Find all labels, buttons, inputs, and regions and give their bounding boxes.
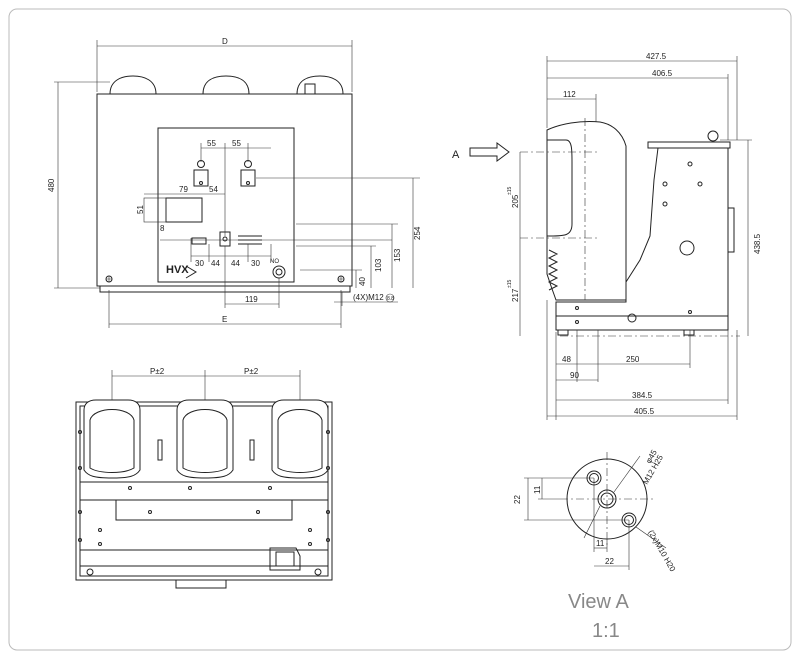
- top-screw-right: [314, 568, 322, 576]
- top-screw-left: [86, 568, 94, 576]
- pole-housing: [546, 121, 629, 301]
- dim-8: 8: [160, 224, 165, 233]
- pole-top-3: [271, 399, 329, 479]
- pitch-right: P±2: [244, 367, 259, 376]
- dim-row-30b: 30: [251, 259, 260, 268]
- front-body: [96, 93, 353, 287]
- lifting-eye: [707, 130, 719, 142]
- dim-384-5: 384.5: [632, 391, 653, 400]
- dim-11-v: 11: [533, 485, 542, 494]
- dim-54: 54: [209, 185, 218, 194]
- dim-103: 103: [374, 258, 383, 272]
- dim-112: 112: [563, 90, 576, 99]
- bushing-right: [296, 75, 344, 95]
- thread-center: [597, 489, 617, 509]
- view-a: φ45 M12 H25 (2x)M10 H20 22 11 11 22 View…: [513, 448, 677, 642]
- top-view: P±2 P±2: [75, 367, 333, 589]
- dim-79: 79: [179, 185, 188, 194]
- indicator-left: [193, 169, 209, 187]
- view-arrow: [469, 142, 510, 162]
- dim-row-44a: 44: [211, 259, 220, 268]
- dim-11-h: 11: [596, 539, 605, 548]
- dim-438-5: 438.5: [753, 233, 762, 254]
- bolt-note: (4X)M12: [353, 293, 384, 302]
- dim-427-5: 427.5: [646, 52, 667, 61]
- dim-22-v: 22: [513, 495, 522, 504]
- bushing-left: [109, 75, 157, 95]
- dim-254: 254: [413, 226, 422, 240]
- pole-ribs: [547, 249, 559, 291]
- dim-40: 40: [358, 277, 367, 286]
- dim-d-label: D: [222, 37, 228, 46]
- view-a-title: View A: [568, 591, 629, 613]
- dim-row-44b: 44: [231, 259, 240, 268]
- view-a-scale: 1:1: [592, 620, 620, 642]
- front-panel: [157, 127, 295, 283]
- dim-217-tol: ±15: [507, 279, 513, 288]
- side-view: 427.5 406.5 112 A: [452, 52, 762, 420]
- dim-22-h: 22: [605, 557, 614, 566]
- view-arrow-label: A: [452, 149, 460, 161]
- dim-217: 217: [511, 288, 520, 302]
- dim-90: 90: [570, 371, 579, 380]
- dim-153: 153: [393, 248, 402, 262]
- brand-logo: HVX: [166, 264, 189, 276]
- pitch-left: P±2: [150, 367, 165, 376]
- dim-205: 205: [511, 194, 520, 208]
- dim-205-tol: ±15: [507, 186, 513, 195]
- svg-text:NO: NO: [270, 259, 279, 265]
- bolt-mark: 8.8: [387, 296, 394, 302]
- pole-top-2: [176, 399, 234, 479]
- earth-terminal: [269, 547, 301, 571]
- front-view: D 480 55 55 79 54: [47, 37, 422, 328]
- pole-top-1: [83, 399, 141, 479]
- bushing-middle: [202, 75, 250, 95]
- dim-480-label: 480: [47, 178, 56, 192]
- dim-row-30a: 30: [195, 259, 204, 268]
- dim-55-right: 55: [232, 139, 241, 148]
- dim-48: 48: [562, 355, 571, 364]
- indicator-right: [240, 169, 256, 187]
- dim-406-5: 406.5: [652, 69, 673, 78]
- dim-e-label: E: [222, 315, 227, 324]
- dim-55-left: 55: [207, 139, 216, 148]
- dim-405-5: 405.5: [634, 407, 655, 416]
- dim-250: 250: [626, 355, 640, 364]
- side-hole-large: [679, 240, 695, 256]
- dim-51: 51: [136, 205, 145, 214]
- dim-119: 119: [245, 295, 258, 304]
